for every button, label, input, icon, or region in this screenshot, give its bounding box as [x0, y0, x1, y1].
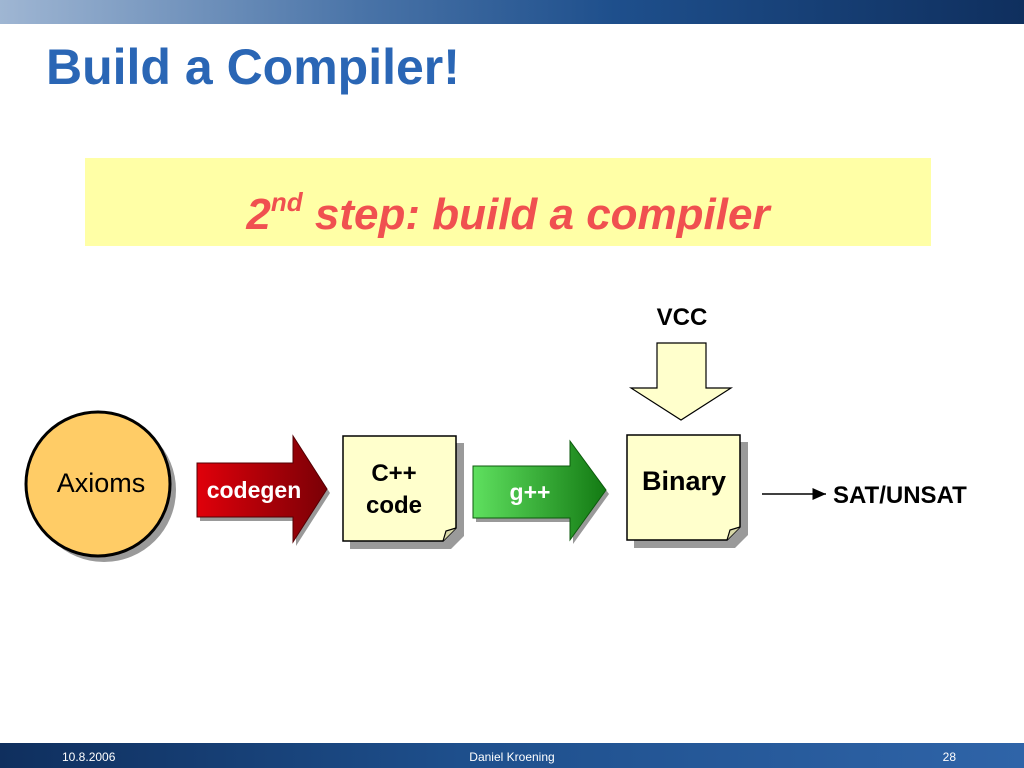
footer-page-number: 28	[942, 750, 956, 764]
axioms-label: Axioms	[57, 468, 146, 498]
axioms-node: Axioms	[24, 410, 176, 562]
footer-bar: 10.8.2006 Daniel Kroening 28	[0, 743, 1024, 768]
binary-label: Binary	[642, 466, 726, 496]
subtitle-number: 2	[246, 190, 271, 239]
subtitle-text: 2nd step: build a compiler	[85, 158, 931, 246]
subtitle-banner: 2nd step: build a compiler	[85, 158, 931, 246]
slide-title: Build a Compiler!	[46, 39, 460, 95]
result-label: SAT/UNSAT	[833, 482, 967, 509]
codegen-arrow: codegen	[196, 434, 330, 546]
footer-author: Daniel Kroening	[469, 750, 555, 764]
vcc-down-arrow	[628, 342, 734, 421]
subtitle-rest: step: build a compiler	[302, 190, 770, 239]
cpp-label-line1: C++	[371, 460, 416, 487]
gpp-arrow: g++	[472, 439, 609, 544]
vcc-label: VCC	[657, 304, 708, 331]
top-bar	[0, 0, 1024, 24]
cpp-code-node: C++ code	[342, 435, 464, 549]
codegen-label: codegen	[207, 477, 302, 503]
cpp-label-line2: code	[366, 492, 422, 519]
footer-date: 10.8.2006	[62, 750, 116, 764]
subtitle-superscript: nd	[270, 187, 303, 217]
binary-node: Binary	[626, 434, 748, 548]
gpp-label: g++	[510, 479, 551, 505]
